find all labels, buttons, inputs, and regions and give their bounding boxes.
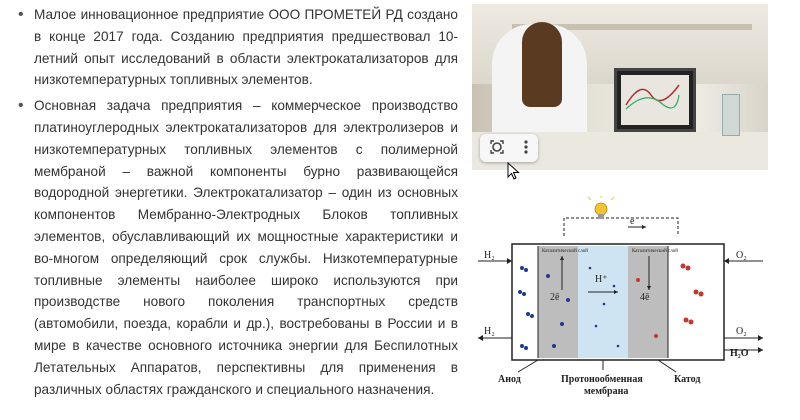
more-vert-icon[interactable] — [523, 139, 529, 158]
cathode-label: Катод — [674, 374, 700, 385]
photo-monitor — [614, 68, 696, 132]
anode-label: Анод — [498, 374, 521, 385]
proton-dots — [588, 266, 620, 348]
article-text: Малое инновационное предприятие ООО ПРОМ… — [18, 4, 458, 404]
oxygen-molecules — [636, 263, 704, 338]
external-circuit — [563, 217, 679, 236]
o2-out-label: O₂ — [736, 326, 747, 337]
membrane-label-2: мембрана — [584, 386, 628, 397]
left-electrons-label: 2ē — [550, 292, 560, 303]
mouse-cursor-icon — [507, 162, 520, 180]
h2-out-label: H₂ — [484, 326, 495, 337]
right-electrons-label: 4ē — [640, 292, 650, 303]
electron-label: ē — [630, 216, 635, 227]
photo-shelf — [512, 24, 752, 30]
catalyst-label-right: Каталитический слой — [632, 249, 678, 254]
bullet-list: Малое инновационное предприятие ООО ПРОМ… — [18, 4, 458, 400]
image-actions — [480, 134, 538, 162]
cathode-catalyst-layer — [628, 246, 668, 358]
catalyst-label-left: Каталитический слой — [542, 249, 588, 254]
list-item: Основная задача предприятия – коммерческ… — [18, 95, 458, 400]
membrane — [578, 246, 628, 358]
photo-flask — [722, 94, 740, 136]
lab-photo[interactable] — [472, 4, 768, 170]
light-bulb-icon — [587, 196, 615, 219]
lens-icon[interactable] — [489, 139, 505, 158]
list-item: Малое инновационное предприятие ООО ПРОМ… — [18, 4, 458, 91]
anode-catalyst-layer — [538, 246, 578, 358]
fuel-cell-diagram: ē Каталитический слой Каталитический сло… — [478, 196, 763, 397]
membrane-label-1: Протонообменная — [561, 374, 643, 385]
h2-in-label: H₂ — [484, 250, 495, 261]
o2-in-label: O₂ — [736, 250, 747, 261]
proton-label: H⁺ — [595, 274, 608, 285]
hydrogen-molecules — [518, 266, 570, 350]
photo-monitor-screen — [621, 75, 689, 125]
h2o-label: H₂O — [730, 348, 749, 359]
photo-hair — [522, 22, 562, 107]
